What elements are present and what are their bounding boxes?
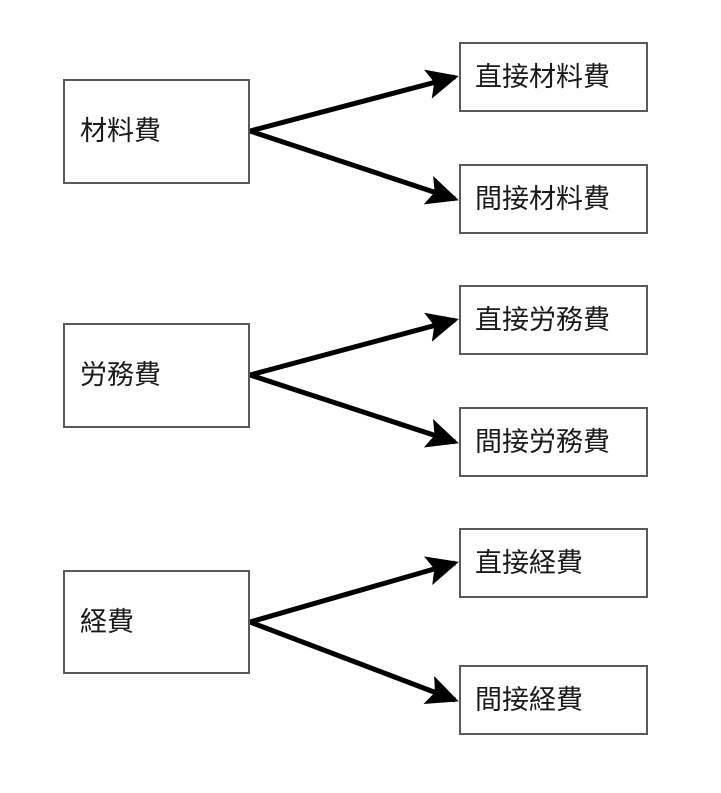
child-node-indirect-expense[interactable]: 間接経費 <box>459 665 648 735</box>
node-label: 労務費 <box>80 360 161 390</box>
node-label: 直接材料費 <box>475 61 610 92</box>
connector-arrow <box>249 128 459 205</box>
connector-arrow <box>249 556 459 625</box>
node-label: 経費 <box>80 606 134 637</box>
connector-arrow <box>249 372 459 448</box>
child-node-direct-expense[interactable]: 直接経費 <box>459 528 648 598</box>
child-node-direct-labor[interactable]: 直接労務費 <box>459 285 648 355</box>
node-label: 直接経費 <box>475 547 583 578</box>
node-label: 間接経費 <box>475 684 583 715</box>
parent-node-labor[interactable]: 労務費 <box>63 323 250 428</box>
parent-node-expense[interactable]: 経費 <box>63 570 250 674</box>
parent-node-material[interactable]: 材料費 <box>63 79 250 184</box>
node-label: 間接労務費 <box>475 426 610 457</box>
node-label: 間接材料費 <box>475 183 610 214</box>
child-node-indirect-labor[interactable]: 間接労務費 <box>459 407 648 477</box>
connector-arrow <box>249 312 459 378</box>
connector-arrow <box>249 69 459 134</box>
node-label: 直接労務費 <box>475 304 610 335</box>
child-node-indirect-material[interactable]: 間接材料費 <box>459 164 648 234</box>
child-node-direct-material[interactable]: 直接材料費 <box>459 42 648 112</box>
connector-arrow <box>249 619 459 705</box>
connector-lines <box>249 69 459 705</box>
node-label: 材料費 <box>80 116 161 146</box>
